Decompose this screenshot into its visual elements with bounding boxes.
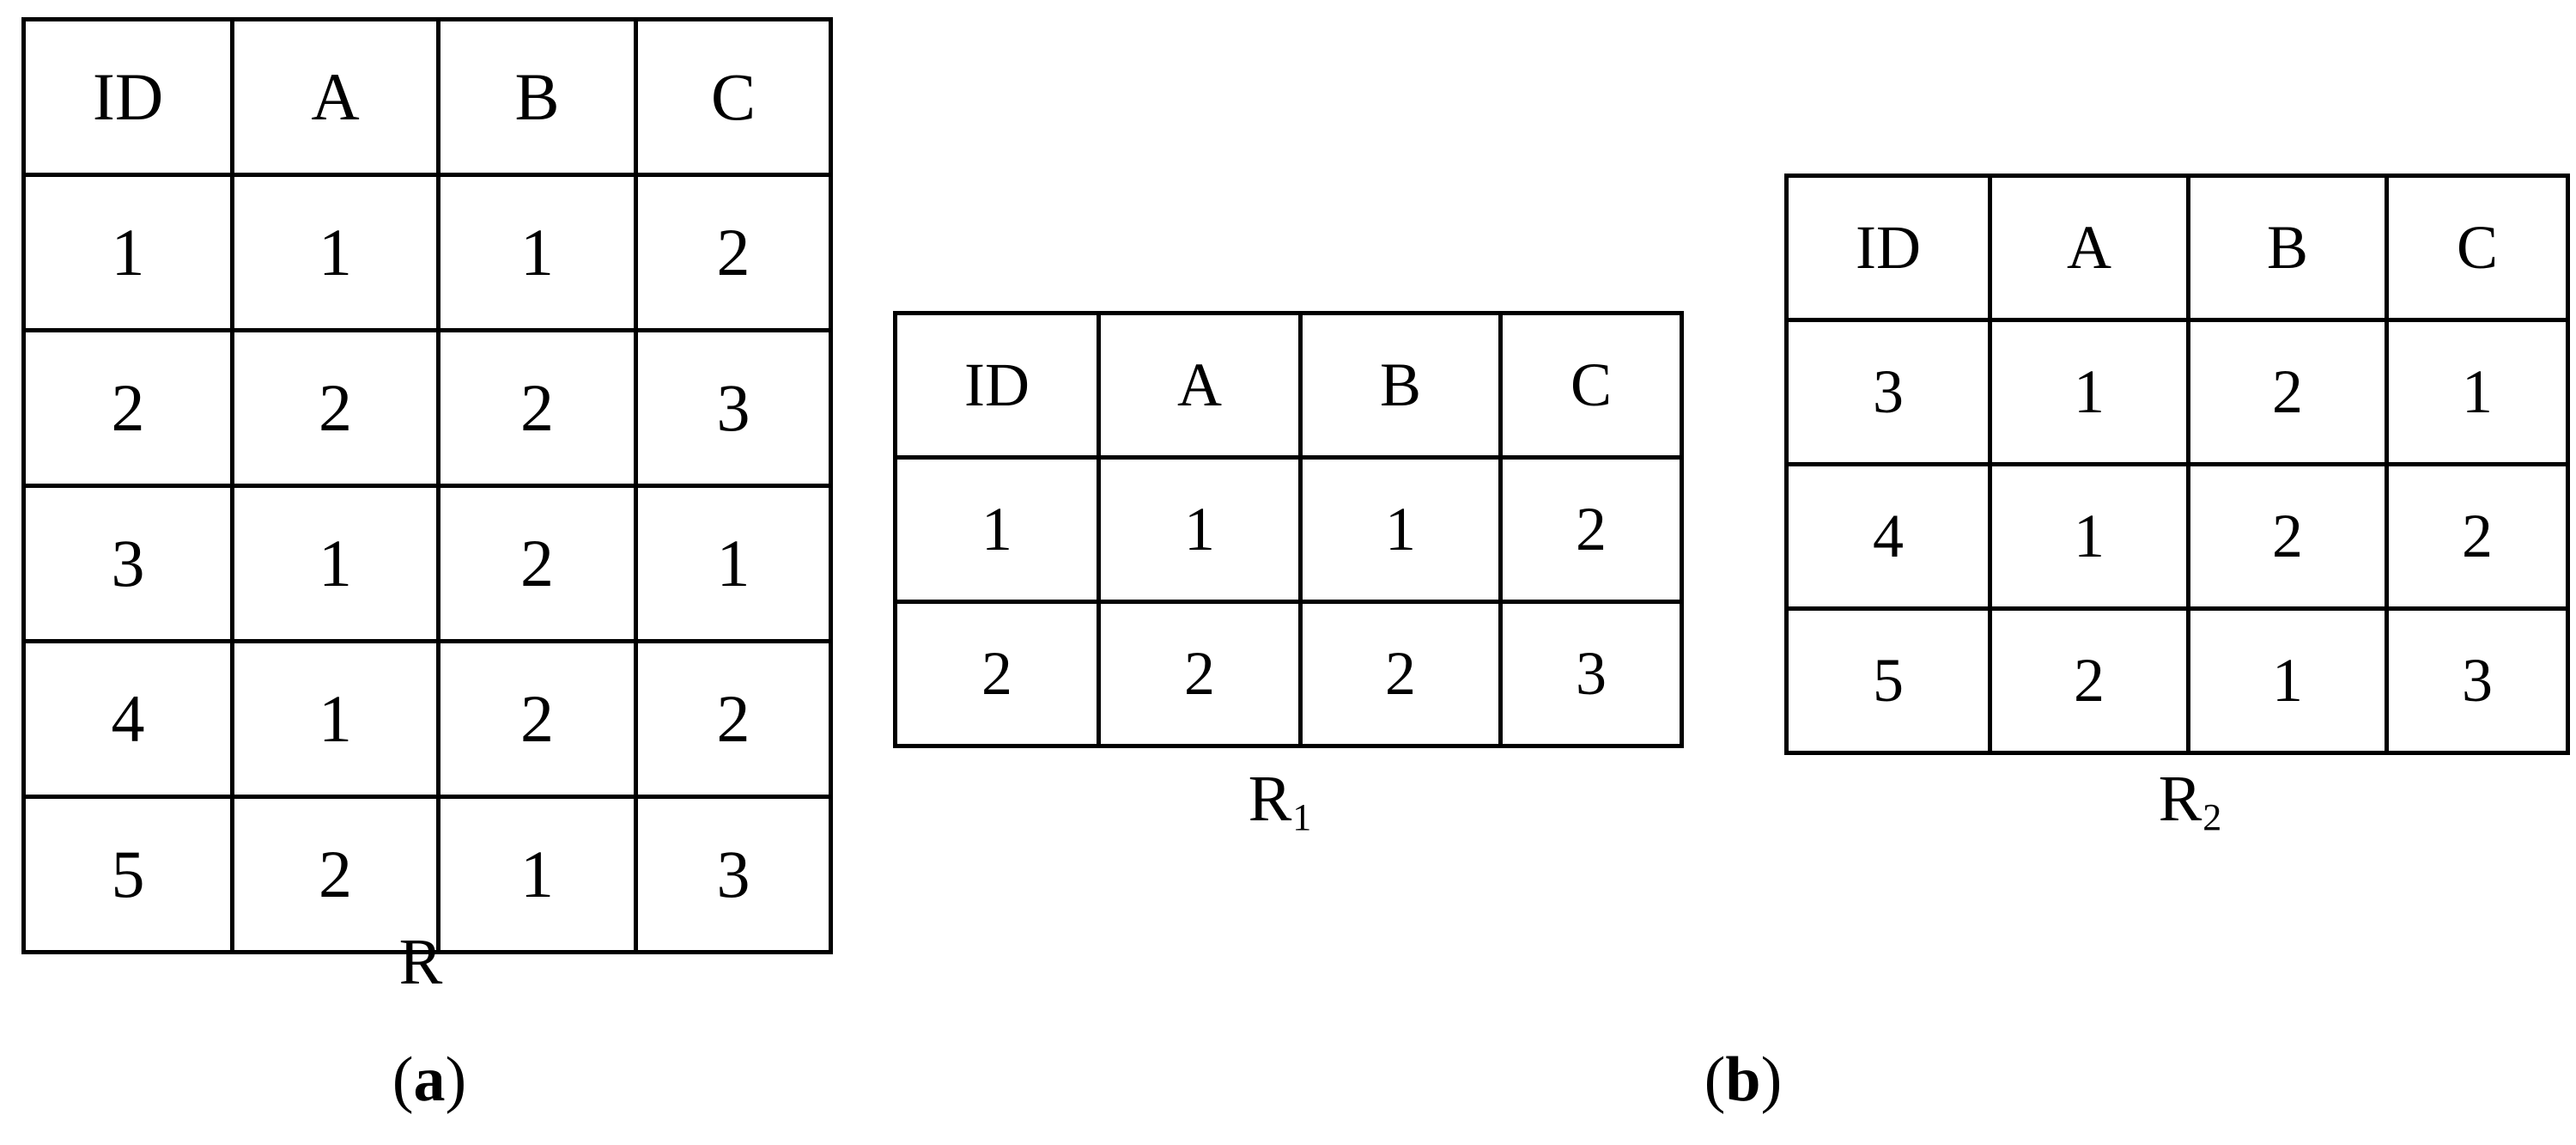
table-R: ID A B C 1 1 1 2 2 2 2 3 3 <box>21 17 833 954</box>
subfigure-label-b: (b) <box>1606 1048 1880 1112</box>
table-R-cell-r4-c: 3 <box>634 795 833 954</box>
table-R-cell-r0-a: 1 <box>230 173 440 332</box>
table-R-cell-r3-b: 2 <box>436 639 638 799</box>
table-R2-cell-r1-c: 2 <box>2385 462 2570 611</box>
table-R1-cell-r0-c: 2 <box>1498 455 1684 604</box>
table-R-caption: R <box>283 929 558 995</box>
table-R1-header-b: B <box>1298 311 1503 460</box>
table-R1-cell-r1-id: 2 <box>893 600 1101 748</box>
table-R1-caption-base: R <box>1248 763 1292 835</box>
table-R1-caption: R1 <box>1142 766 1417 837</box>
table-R1-cell-r0-id: 1 <box>893 455 1101 604</box>
table-R2-cell-r1-b: 2 <box>2186 462 2389 611</box>
table-R2-header-b: B <box>2186 174 2389 322</box>
table-row: 5 2 1 3 <box>1784 606 2570 755</box>
table-R2-cell-r2-b: 1 <box>2186 606 2389 755</box>
table-row-header: ID A B C <box>1784 174 2570 322</box>
table-R-block: ID A B C 1 1 1 2 2 2 2 3 3 <box>21 17 833 954</box>
table-R2-cell-r2-c: 3 <box>2385 606 2570 755</box>
table-R1-header-a: A <box>1097 311 1303 460</box>
table-R2-caption-base: R <box>2158 763 2202 835</box>
table-R-cell-r2-a: 1 <box>230 484 440 643</box>
table-R-cell-r2-b: 2 <box>436 484 638 643</box>
table-R1-caption-subscript: 1 <box>1292 796 1312 839</box>
table-R-cell-r0-id: 1 <box>21 173 234 332</box>
subfigure-a-close-paren: ) <box>445 1045 467 1115</box>
table-row: 4 1 2 2 <box>1784 462 2570 611</box>
table-R2-cell-r0-a: 1 <box>1988 318 2190 466</box>
table-R-cell-r1-a: 2 <box>230 328 440 488</box>
table-R-cell-r1-c: 3 <box>634 328 833 488</box>
table-R-cell-r3-c: 2 <box>634 639 833 799</box>
table-row: 3 1 2 1 <box>1784 318 2570 466</box>
table-R2-caption: R2 <box>2052 766 2327 837</box>
subfigure-b-letter: b <box>1725 1045 1761 1115</box>
table-row: 2 2 2 3 <box>893 600 1684 748</box>
table-row: 1 1 1 2 <box>21 173 833 332</box>
table-R2-cell-r0-id: 3 <box>1784 318 1992 466</box>
table-row: 5 2 1 3 <box>21 795 833 954</box>
subfigure-b-open-paren: ( <box>1704 1045 1726 1115</box>
table-R1-cell-r1-a: 2 <box>1097 600 1303 748</box>
table-R1-block: ID A B C 1 1 1 2 2 2 2 3 <box>893 311 1684 748</box>
table-R-cell-r2-c: 1 <box>634 484 833 643</box>
table-R-cell-r0-b: 1 <box>436 173 638 332</box>
table-R-cell-r4-a: 2 <box>230 795 440 954</box>
table-R-header-a: A <box>230 17 440 177</box>
table-R1-header-c: C <box>1498 311 1684 460</box>
table-R-cell-r1-id: 2 <box>21 328 234 488</box>
table-R2-cell-r1-id: 4 <box>1784 462 1992 611</box>
table-row: 2 2 2 3 <box>21 328 833 488</box>
table-R2-cell-r2-a: 2 <box>1988 606 2190 755</box>
subfigure-label-a: (a) <box>292 1048 567 1112</box>
table-R2: ID A B C 3 1 2 1 4 1 2 2 5 <box>1784 174 2570 755</box>
table-R2-caption-subscript: 2 <box>2202 796 2222 839</box>
table-R-cell-r4-b: 1 <box>436 795 638 954</box>
table-row-header: ID A B C <box>893 311 1684 460</box>
table-R1-cell-r0-b: 1 <box>1298 455 1503 604</box>
table-R2-header-id: ID <box>1784 174 1992 322</box>
table-R2-cell-r1-a: 1 <box>1988 462 2190 611</box>
table-R1-cell-r1-c: 3 <box>1498 600 1684 748</box>
table-R2-cell-r0-b: 2 <box>2186 318 2389 466</box>
table-row: 4 1 2 2 <box>21 639 833 799</box>
table-row-header: ID A B C <box>21 17 833 177</box>
table-R1-cell-r1-b: 2 <box>1298 600 1503 748</box>
subfigure-a-letter: a <box>413 1045 446 1115</box>
table-R-cell-r0-c: 2 <box>634 173 833 332</box>
subfigure-a-open-paren: ( <box>392 1045 414 1115</box>
table-R1-cell-r0-a: 1 <box>1097 455 1303 604</box>
table-R-cell-r2-id: 3 <box>21 484 234 643</box>
table-R2-header-c: C <box>2385 174 2570 322</box>
table-R-cell-r1-b: 2 <box>436 328 638 488</box>
table-R-cell-r3-id: 4 <box>21 639 234 799</box>
table-R-header-b: B <box>436 17 638 177</box>
table-R2-cell-r0-c: 1 <box>2385 318 2570 466</box>
table-R-cell-r3-a: 1 <box>230 639 440 799</box>
table-row: 1 1 1 2 <box>893 455 1684 604</box>
table-R2-block: ID A B C 3 1 2 1 4 1 2 2 5 <box>1784 174 2570 755</box>
table-row: 3 1 2 1 <box>21 484 833 643</box>
table-R2-header-a: A <box>1988 174 2190 322</box>
table-R-cell-r4-id: 5 <box>21 795 234 954</box>
table-R1-header-id: ID <box>893 311 1101 460</box>
table-R-header-c: C <box>634 17 833 177</box>
subfigure-b-close-paren: ) <box>1760 1045 1783 1115</box>
table-R-caption-base: R <box>398 926 443 998</box>
table-R-header-id: ID <box>21 17 234 177</box>
table-R2-cell-r2-id: 5 <box>1784 606 1992 755</box>
table-R1: ID A B C 1 1 1 2 2 2 2 3 <box>893 311 1684 748</box>
